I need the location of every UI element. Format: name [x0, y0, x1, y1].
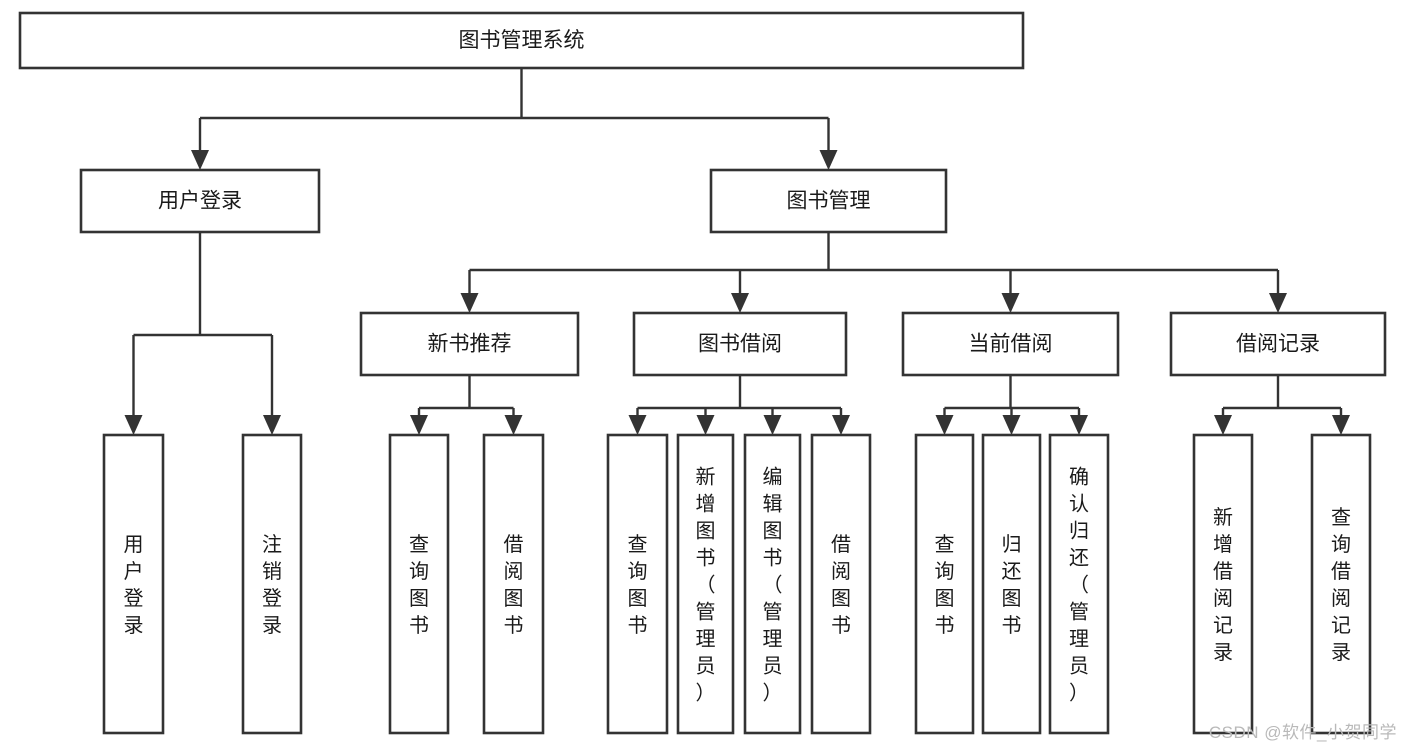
node-注销登录-leaf-1[interactable]: 注销登录: [241, 433, 303, 735]
node-新增借阅记录-leaf-11[interactable]: 新增借阅记录: [1192, 433, 1254, 735]
node-新增借阅记录-leaf-11-box[interactable]: [1192, 433, 1254, 735]
node-新增图书管理员-leaf-5[interactable]: 新增图书（管理员）: [676, 433, 735, 735]
node-当前借阅-l2-label: 当前借阅: [969, 333, 1053, 356]
node-确认归还管理员-leaf-10-box[interactable]: [1048, 433, 1110, 735]
node-图书借阅-l2-box[interactable]: [632, 311, 848, 377]
node-图书借阅-l2[interactable]: 图书借阅: [632, 311, 848, 377]
node-用户登录-l1-box[interactable]: [79, 168, 321, 234]
node-借阅记录-l2[interactable]: 借阅记录: [1169, 311, 1387, 377]
node-新增图书管理员-leaf-5-box[interactable]: [676, 433, 735, 735]
node-查询图书-leaf-8-box[interactable]: [914, 433, 975, 735]
book-mgmt-arrow-3: [1269, 293, 1287, 313]
node-归还图书-leaf-9[interactable]: 归还图书: [981, 433, 1042, 735]
current-arrow-2: [1070, 415, 1088, 435]
node-注销登录-leaf-1-box[interactable]: [241, 433, 303, 735]
records-arrow-1: [1332, 415, 1350, 435]
node-用户登录-leaf-0-box[interactable]: [102, 433, 165, 735]
node-新书推荐-l2-box[interactable]: [359, 311, 580, 377]
new-book-arrow-1: [504, 415, 523, 435]
node-归还图书-leaf-9-box[interactable]: [981, 433, 1042, 735]
node-借阅记录-l2-label: 借阅记录: [1236, 333, 1320, 356]
node-当前借阅-l2-box[interactable]: [901, 311, 1120, 377]
node-查询图书-leaf-2-box[interactable]: [388, 433, 450, 735]
node-新书推荐-l2-label: 新书推荐: [428, 333, 512, 356]
book-mgmt-arrow-0: [460, 293, 479, 313]
node-查询图书-leaf-2[interactable]: 查询图书: [388, 433, 450, 735]
node-查询借阅记录-leaf-12-box[interactable]: [1310, 433, 1372, 735]
node-编辑图书管理员-leaf-6[interactable]: 编辑图书（管理员）: [743, 433, 802, 735]
root-arrow-0: [191, 150, 209, 170]
node-借阅图书-leaf-7-label: 借阅图书: [831, 533, 851, 637]
node-查询图书-leaf-8[interactable]: 查询图书: [914, 433, 975, 735]
node-图书借阅-l2-label: 图书借阅: [698, 333, 782, 356]
node-图书管理系统-root-box[interactable]: [18, 11, 1025, 70]
node-新书推荐-l2[interactable]: 新书推荐: [359, 311, 580, 377]
book-mgmt-arrow-2: [1001, 293, 1020, 313]
records-arrow-0: [1214, 415, 1232, 435]
csdn-watermark: CSDN @软件_小贺同学: [1208, 723, 1397, 742]
node-借阅图书-leaf-3[interactable]: 借阅图书: [482, 433, 545, 735]
node-查询图书-leaf-2-label: 查询图书: [409, 533, 429, 637]
node-归还图书-leaf-9-label: 归还图书: [1002, 533, 1022, 637]
new-book-arrow-0: [410, 415, 428, 435]
user-login-arrow-0: [124, 415, 143, 435]
node-用户登录-leaf-0-label: 用户登录: [124, 534, 144, 637]
root-arrow-1: [819, 150, 838, 170]
node-查询图书-leaf-4[interactable]: 查询图书: [606, 433, 669, 735]
node-借阅图书-leaf-3-label: 借阅图书: [504, 533, 524, 637]
node-新增图书管理员-leaf-5-label: 新增图书（管理员）: [696, 466, 716, 705]
node-当前借阅-l2[interactable]: 当前借阅: [901, 311, 1120, 377]
node-借阅记录-l2-box[interactable]: [1169, 311, 1387, 377]
node-查询借阅记录-leaf-12[interactable]: 查询借阅记录: [1310, 433, 1372, 735]
borrow-arrow-1: [696, 415, 715, 435]
node-用户登录-leaf-0[interactable]: 用户登录: [102, 433, 165, 735]
node-查询图书-leaf-4-box[interactable]: [606, 433, 669, 735]
node-图书管理系统-root-label: 图书管理系统: [459, 29, 585, 52]
current-arrow-0: [935, 415, 954, 435]
borrow-arrow-2: [763, 415, 782, 435]
node-图书管理系统-root[interactable]: 图书管理系统: [18, 11, 1025, 70]
node-图书管理-l1[interactable]: 图书管理: [709, 168, 948, 234]
current-arrow-1: [1002, 415, 1021, 435]
node-用户登录-l1[interactable]: 用户登录: [79, 168, 321, 234]
node-借阅图书-leaf-3-box[interactable]: [482, 433, 545, 735]
user-login-arrow-1: [263, 415, 281, 435]
node-新增借阅记录-leaf-11-label: 新增借阅记录: [1213, 506, 1233, 664]
node-编辑图书管理员-leaf-6-label: 编辑图书（管理员）: [763, 466, 783, 705]
node-借阅图书-leaf-7-box[interactable]: [810, 433, 872, 735]
node-用户登录-l1-label: 用户登录: [158, 190, 242, 213]
node-查询借阅记录-leaf-12-label: 查询借阅记录: [1331, 506, 1351, 664]
node-注销登录-leaf-1-label: 注销登录: [262, 533, 282, 637]
node-编辑图书管理员-leaf-6-box[interactable]: [743, 433, 802, 735]
borrow-arrow-3: [832, 415, 850, 435]
node-确认归还管理员-leaf-10-label: 确认归还（管理员）: [1069, 466, 1089, 705]
node-借阅图书-leaf-7[interactable]: 借阅图书: [810, 433, 872, 735]
node-查询图书-leaf-8-label: 查询图书: [935, 533, 955, 637]
borrow-arrow-0: [628, 415, 647, 435]
book-mgmt-arrow-1: [731, 293, 749, 313]
node-查询图书-leaf-4-label: 查询图书: [628, 533, 648, 637]
node-确认归还管理员-leaf-10[interactable]: 确认归还（管理员）: [1048, 433, 1110, 735]
node-图书管理-l1-box[interactable]: [709, 168, 948, 234]
node-图书管理-l1-label: 图书管理: [787, 190, 871, 213]
